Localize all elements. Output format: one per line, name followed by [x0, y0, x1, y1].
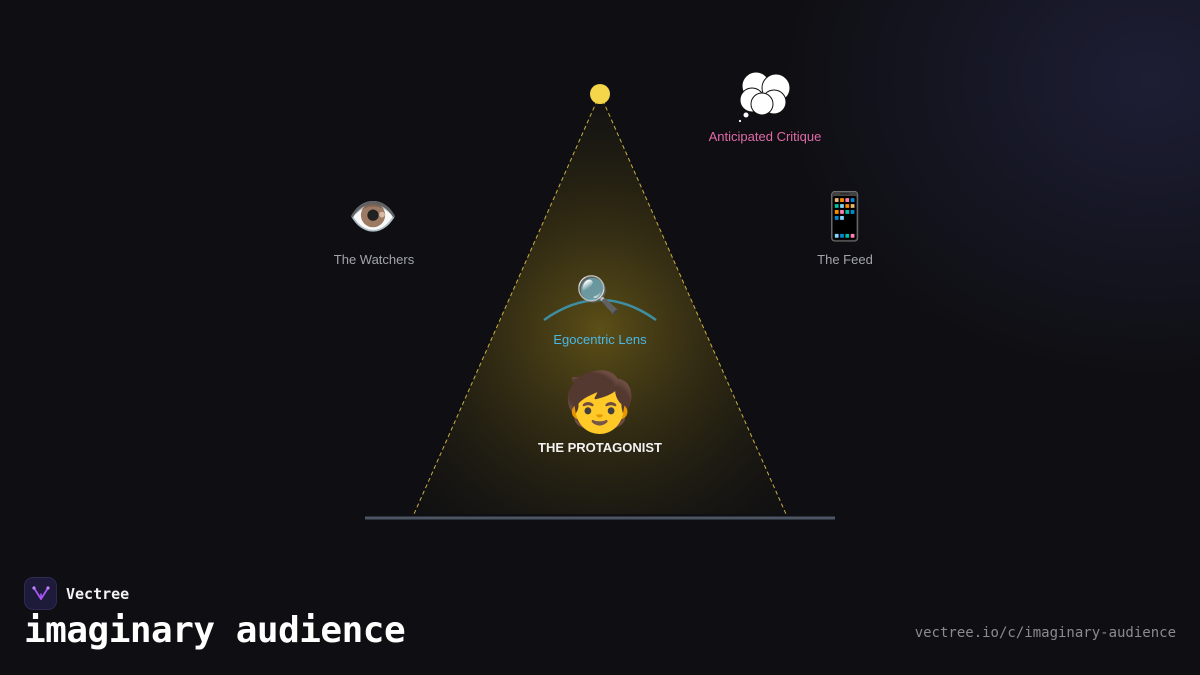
thought-bubble-icon: [737, 71, 791, 124]
eye-icon: 👁️: [348, 194, 398, 240]
lens-label: Egocentric Lens: [553, 332, 647, 347]
vectree-logo-icon: [24, 577, 57, 610]
brand: Vectree: [24, 577, 129, 610]
page-title: imaginary audience: [24, 610, 406, 651]
mobile-phone-icon: 📱: [816, 189, 874, 243]
brand-name: Vectree: [66, 584, 130, 603]
critique-label: Anticipated Critique: [708, 129, 822, 144]
watchers-label: The Watchers: [333, 252, 415, 267]
magnifying-glass-icon: 🔍: [575, 275, 621, 316]
feed-label: The Feed: [817, 252, 873, 267]
spotlight-beam: [414, 94, 786, 514]
lens-arc: [543, 298, 657, 322]
protagonist-label: THE PROTAGONIST: [538, 440, 662, 455]
spotlight-source: [590, 84, 610, 104]
child-icon: 🧒: [563, 368, 637, 436]
page-url[interactable]: vectree.io/c/imaginary-audience: [914, 625, 1176, 641]
